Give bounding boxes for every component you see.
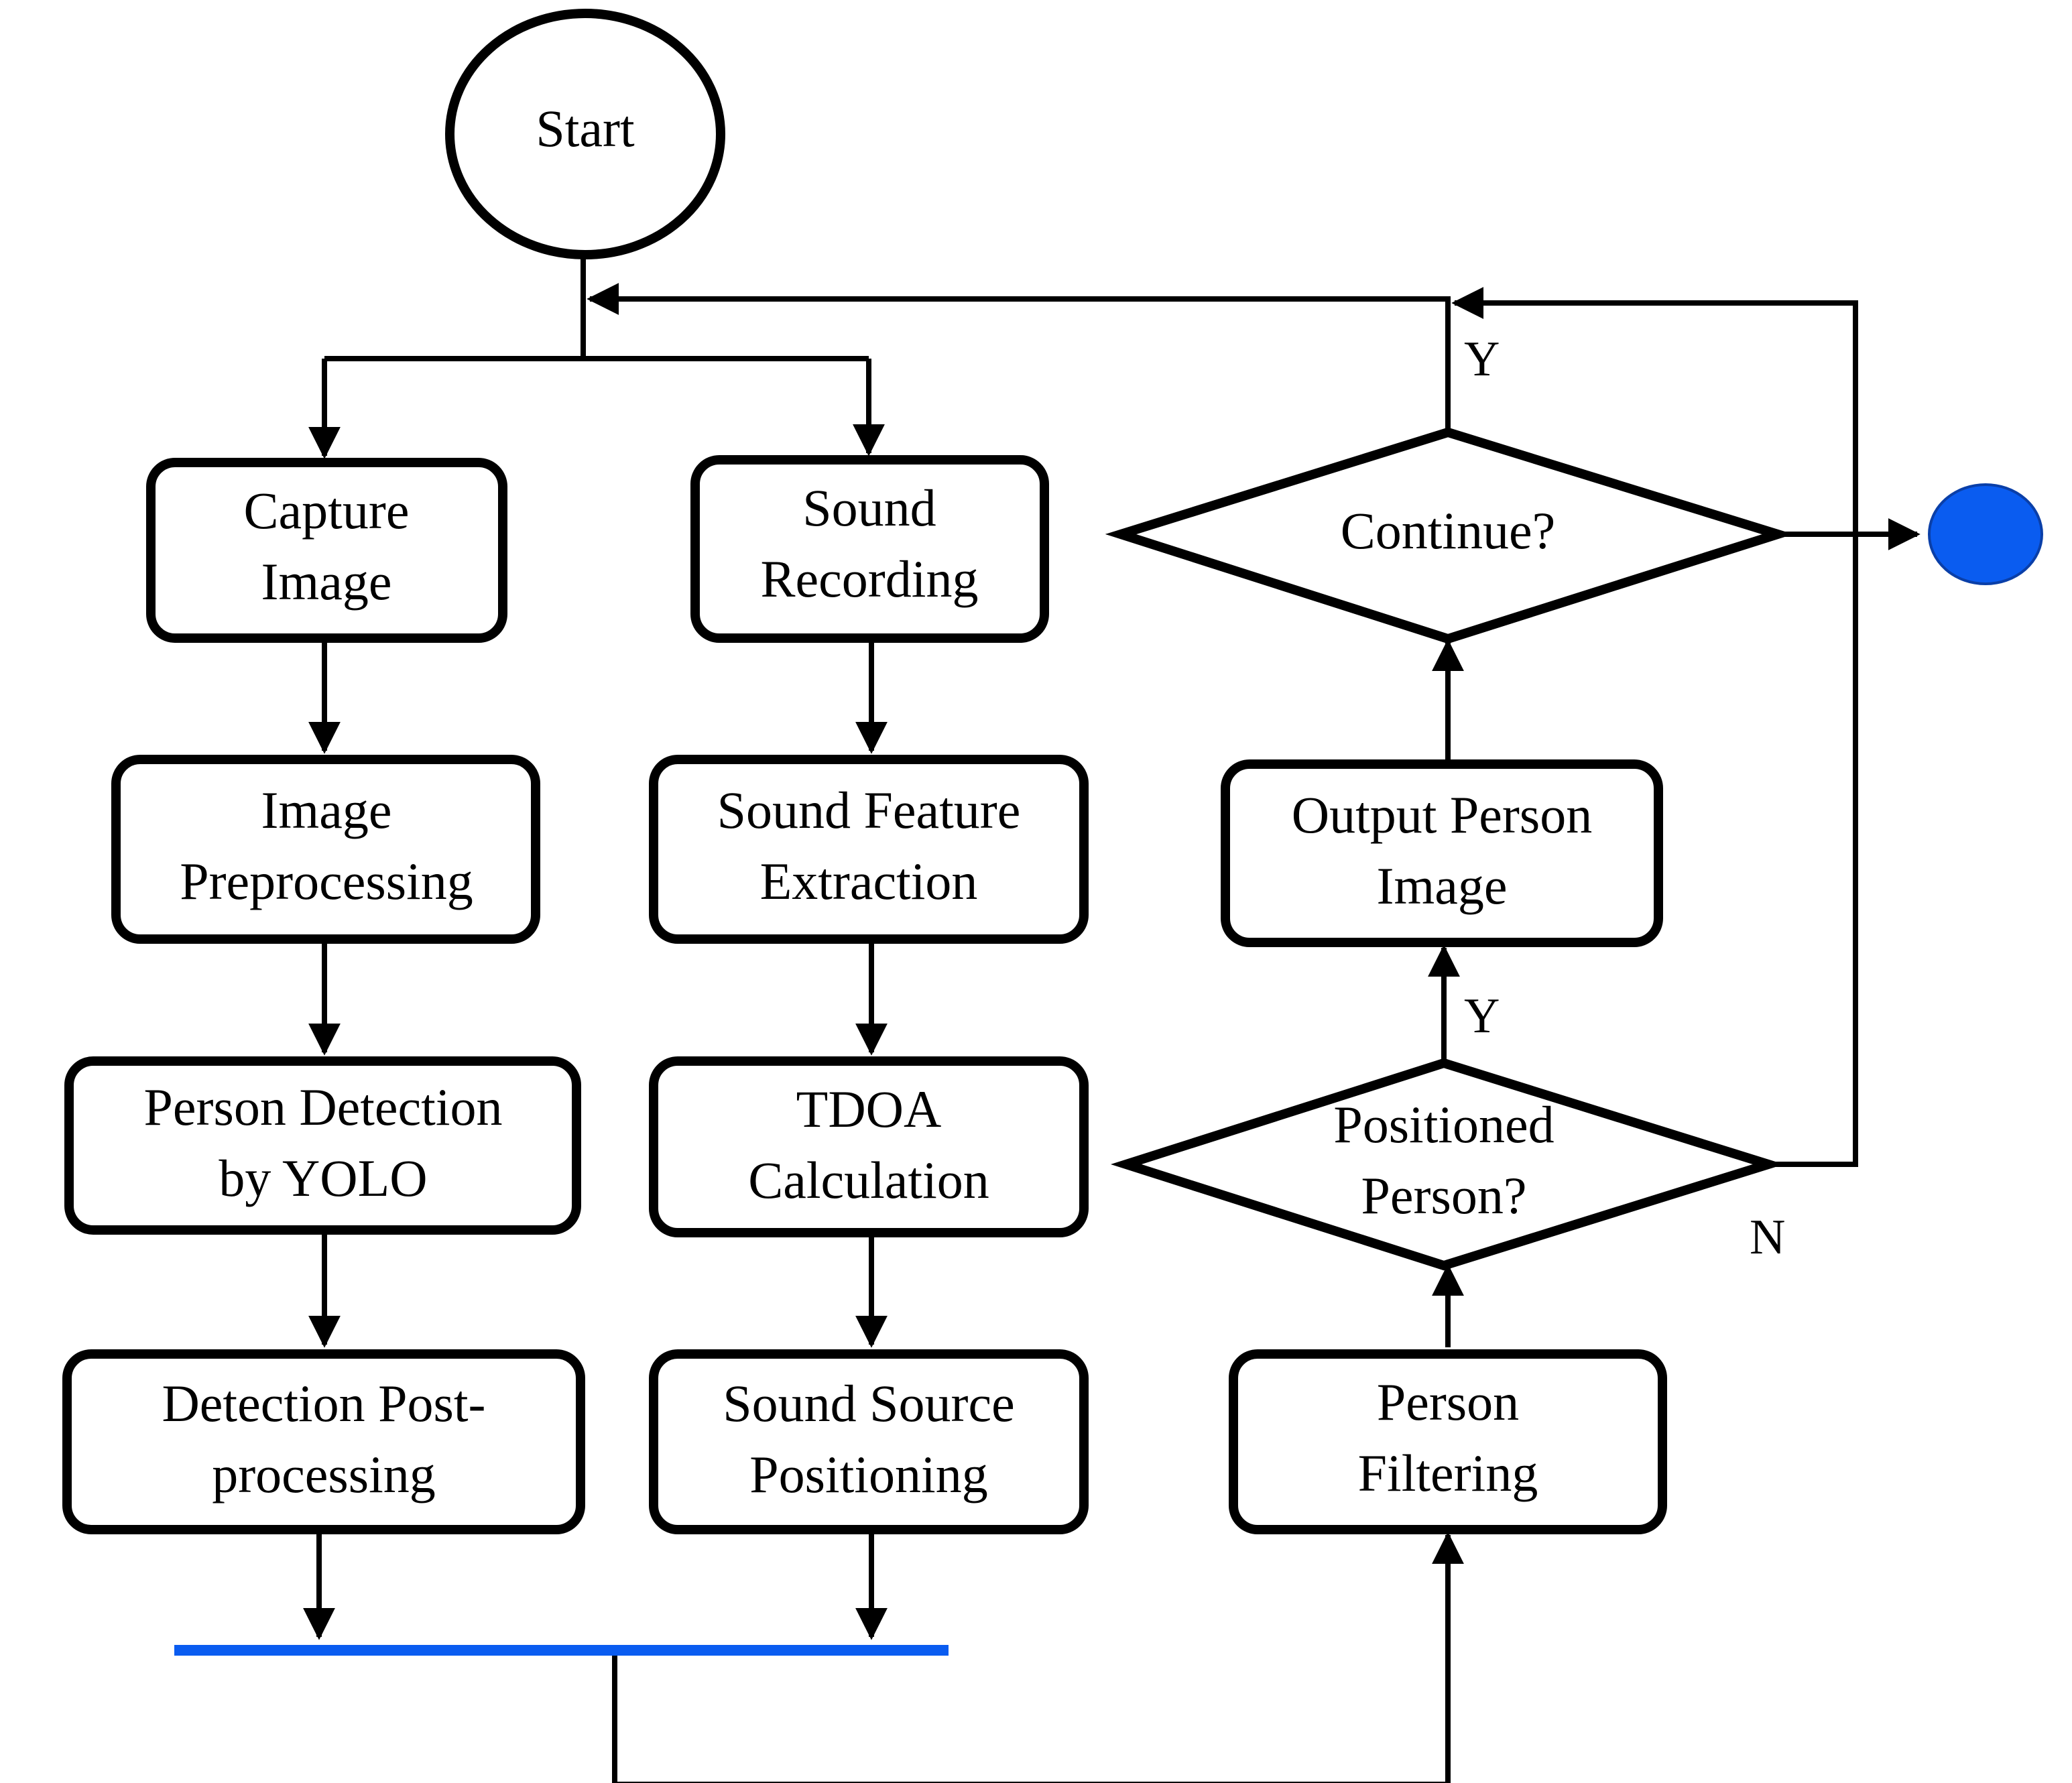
start-ellipse xyxy=(445,9,725,259)
connector-positioned-no-loop xyxy=(1451,287,1858,1167)
box-tdoa-calculation-line1: TDOA xyxy=(796,1080,942,1138)
box-output-person-image: Output Person Image xyxy=(1221,759,1663,947)
box-image-preprocessing: Image Preprocessing xyxy=(111,755,540,944)
start-node: Start xyxy=(445,9,725,259)
box-sound-source-positioning-line1: Sound Source xyxy=(723,1374,1014,1432)
connector-join-to-filter xyxy=(612,1532,1464,1783)
box-person-filtering: Person Filtering xyxy=(1229,1349,1667,1534)
positioned-no-label: N xyxy=(1750,1210,1785,1265)
box-sound-recording-line2: Recording xyxy=(761,550,979,608)
box-capture-image: Capture Image xyxy=(146,458,507,643)
box-tdoa-calculation-line2: Calculation xyxy=(748,1151,989,1209)
box-tdoa-calculation: TDOA Calculation xyxy=(649,1056,1089,1237)
continue-yes-label: Y xyxy=(1464,332,1500,387)
box-detection-postprocessing-line2: processing xyxy=(212,1445,436,1503)
box-detection-postprocessing-line1: Detection Post- xyxy=(162,1374,485,1432)
box-person-filtering-line1: Person xyxy=(1377,1373,1519,1431)
box-person-detection-line2: by YOLO xyxy=(219,1149,427,1207)
box-sound-recording-line1: Sound xyxy=(802,479,936,537)
decision-continue-label: Continue? xyxy=(1341,501,1556,560)
start-label: Start xyxy=(536,99,635,158)
end-node xyxy=(1928,483,2043,585)
box-person-detection: Person Detection by YOLO xyxy=(64,1056,581,1235)
box-image-preprocessing-line2: Preprocessing xyxy=(180,852,473,910)
box-sound-feature-extraction-line2: Extraction xyxy=(760,852,978,910)
box-capture-image-line1: Capture xyxy=(244,481,410,540)
box-person-filtering-line2: Filtering xyxy=(1358,1444,1538,1502)
connector-continue-yes-loop xyxy=(587,283,1451,430)
decision-positioned-person-line1: Positioned xyxy=(1333,1095,1554,1154)
box-sound-source-positioning: Sound Source Positioning xyxy=(649,1349,1089,1534)
positioned-yes-label: Y xyxy=(1464,989,1500,1044)
box-detection-postprocessing: Detection Post- processing xyxy=(62,1349,585,1534)
box-sound-recording: Sound Recording xyxy=(690,455,1049,643)
decision-positioned-person: Positioned Person? xyxy=(1110,1058,1784,1271)
decision-continue: Continue? xyxy=(1105,427,1794,644)
box-sound-feature-extraction-line1: Sound Feature xyxy=(717,781,1021,839)
box-output-person-image-line2: Image xyxy=(1377,857,1508,915)
connectors xyxy=(303,255,1921,1783)
decision-positioned-person-line2: Person? xyxy=(1361,1166,1527,1225)
box-capture-image-line2: Image xyxy=(261,552,392,611)
box-image-preprocessing-line1: Image xyxy=(261,781,392,839)
box-output-person-image-line1: Output Person xyxy=(1292,786,1593,844)
box-sound-source-positioning-line2: Positioning xyxy=(749,1445,987,1503)
box-sound-feature-extraction: Sound Feature Extraction xyxy=(649,755,1089,944)
box-person-detection-line1: Person Detection xyxy=(143,1078,502,1136)
